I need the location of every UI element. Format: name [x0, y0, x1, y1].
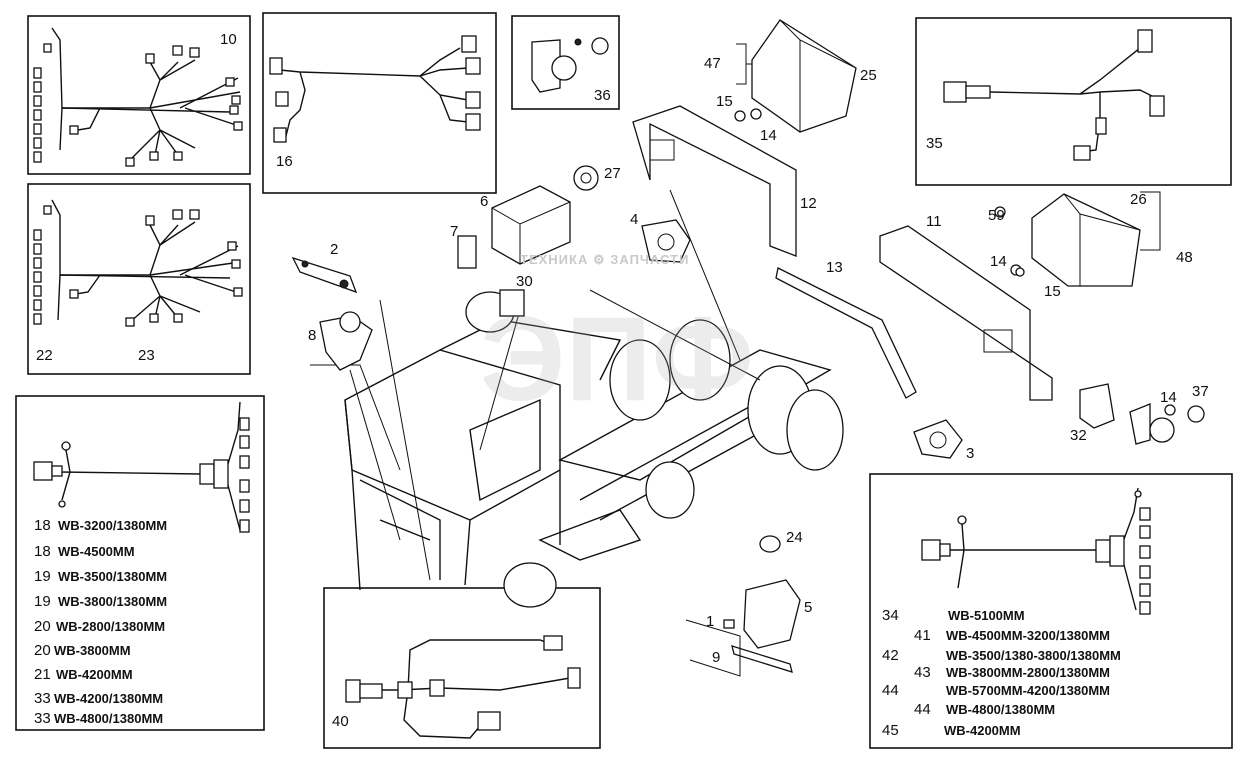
- callout-4: 4: [630, 211, 639, 228]
- watermark-logo: ЭПФ: [480, 292, 755, 426]
- callout-24: 24: [786, 529, 803, 546]
- callout-25: 25: [860, 67, 877, 84]
- right-spec-num: 44: [882, 682, 899, 699]
- part-27-washer: [573, 165, 599, 191]
- part-37-lamp: [1129, 403, 1205, 445]
- callout-35: 35: [926, 135, 943, 152]
- callout-13: 13: [826, 259, 843, 276]
- part-8-horn: [319, 311, 373, 371]
- left-spec-num: 18: [34, 543, 51, 560]
- part-32-bracket: [1079, 383, 1115, 429]
- harness-18-33-panel: [15, 395, 265, 731]
- right-spec-num: 45: [882, 722, 899, 739]
- right-spec-num: 43: [914, 664, 931, 681]
- right-spec-text: WB-4500MM-3200/1380MM: [946, 628, 1111, 643]
- callout-32: 32: [1070, 427, 1087, 444]
- left-spec-text: WB-4200/1380MM: [54, 691, 164, 706]
- left-spec-text: WB-4800/1380MM: [54, 711, 164, 726]
- part-3-socket: [913, 419, 963, 459]
- harness-16-panel: [262, 12, 497, 194]
- harness-34-45-panel: [869, 473, 1233, 749]
- callout-15b: 15: [1044, 283, 1061, 300]
- part-25-lamp: [751, 19, 857, 133]
- callout-15a: 15: [716, 93, 733, 110]
- callout-12: 12: [800, 195, 817, 212]
- left-spec-text: WB-3200/1380MM: [58, 518, 168, 533]
- harness-40-panel: [323, 587, 601, 749]
- left-spec-text: WB-3500/1380MM: [58, 569, 168, 584]
- callout-9: 9: [712, 649, 721, 666]
- callout-7: 7: [450, 223, 459, 240]
- left-spec-num: 21: [34, 666, 51, 683]
- callout-59: 59: [988, 207, 1005, 224]
- part-24-clip: [759, 535, 781, 553]
- callout-3: 3: [966, 445, 975, 462]
- right-spec-num: 44: [914, 701, 931, 718]
- part-13-strip: [775, 267, 917, 399]
- part-30-switch: [465, 289, 525, 333]
- right-spec-text: WB-4200MM: [944, 723, 1021, 738]
- callout-22: 22: [36, 347, 53, 364]
- callout-23: 23: [138, 347, 155, 364]
- right-spec-text: WB-5700MM-4200/1380MM: [946, 683, 1111, 698]
- right-spec-text: WB-3800MM-2800/1380MM: [946, 665, 1111, 680]
- left-spec-text: WB-3800/1380MM: [58, 594, 168, 609]
- right-spec-num: 42: [882, 647, 899, 664]
- part-12-mudguard: [632, 105, 797, 257]
- callout-5: 5: [804, 599, 813, 616]
- part-4-socket: [641, 219, 691, 263]
- callout-1: 1: [706, 613, 715, 630]
- part-35-panel: [915, 17, 1232, 186]
- left-spec-num: 20: [34, 642, 51, 659]
- left-spec-text: WB-2800/1380MM: [56, 619, 166, 634]
- callout-6: 6: [480, 193, 489, 210]
- callout-37: 37: [1192, 383, 1209, 400]
- part-11-mudguard: [879, 225, 1053, 401]
- part-48-bracket-line: [1140, 191, 1161, 251]
- part-9-rod: [685, 619, 793, 677]
- callout-27: 27: [604, 165, 621, 182]
- callout-26: 26: [1130, 191, 1147, 208]
- truck-cab-chassis: [310, 189, 844, 608]
- watermark-text: ТЕХНИКА ⚙ ЗАПЧАСТИ: [520, 252, 690, 267]
- callout-14a: 14: [760, 127, 777, 144]
- callout-47: 47: [704, 55, 721, 72]
- left-spec-num: 33: [34, 710, 51, 727]
- callout-40: 40: [332, 713, 349, 730]
- callout-8: 8: [308, 327, 317, 344]
- part-15-14-bulbs: [734, 108, 1176, 416]
- harness-10-panel: [27, 15, 251, 175]
- left-spec-num: 20: [34, 618, 51, 635]
- callout-16: 16: [276, 153, 293, 170]
- left-spec-text: WB-4500MM: [58, 544, 135, 559]
- part-47-bracket-line: [736, 43, 752, 85]
- part-26-lamp: [1031, 193, 1141, 287]
- right-spec-num: 41: [914, 627, 931, 644]
- callout-36: 36: [594, 87, 611, 104]
- harness-22-23-panel: [27, 183, 251, 375]
- right-spec-num: 34: [882, 607, 899, 624]
- left-spec-num: 19: [34, 568, 51, 585]
- callout-14b: 14: [990, 253, 1007, 270]
- left-spec-text: WB-4200MM: [56, 667, 133, 682]
- part-6-box: [491, 185, 571, 265]
- callout-11: 11: [926, 213, 942, 230]
- callout-2: 2: [330, 241, 339, 258]
- right-spec-text: WB-5100MM: [948, 608, 1025, 623]
- part-2-bracket: [291, 256, 358, 294]
- callout-10: 10: [220, 31, 237, 48]
- right-spec-text: WB-3500/1380-3800/1380MM: [946, 648, 1121, 663]
- callout-48: 48: [1176, 249, 1193, 266]
- callout-30: 30: [516, 273, 533, 290]
- left-spec-num: 18: [34, 517, 51, 534]
- left-spec-num: 19: [34, 593, 51, 610]
- callout-14c: 14: [1160, 389, 1177, 406]
- right-spec-text: WB-4800/1380MM: [946, 702, 1056, 717]
- part-7-relay: [457, 235, 477, 269]
- part-36-panel: [511, 15, 620, 110]
- left-spec-num: 33: [34, 690, 51, 707]
- part-5-switch: [723, 579, 801, 649]
- left-spec-text: WB-3800MM: [54, 643, 131, 658]
